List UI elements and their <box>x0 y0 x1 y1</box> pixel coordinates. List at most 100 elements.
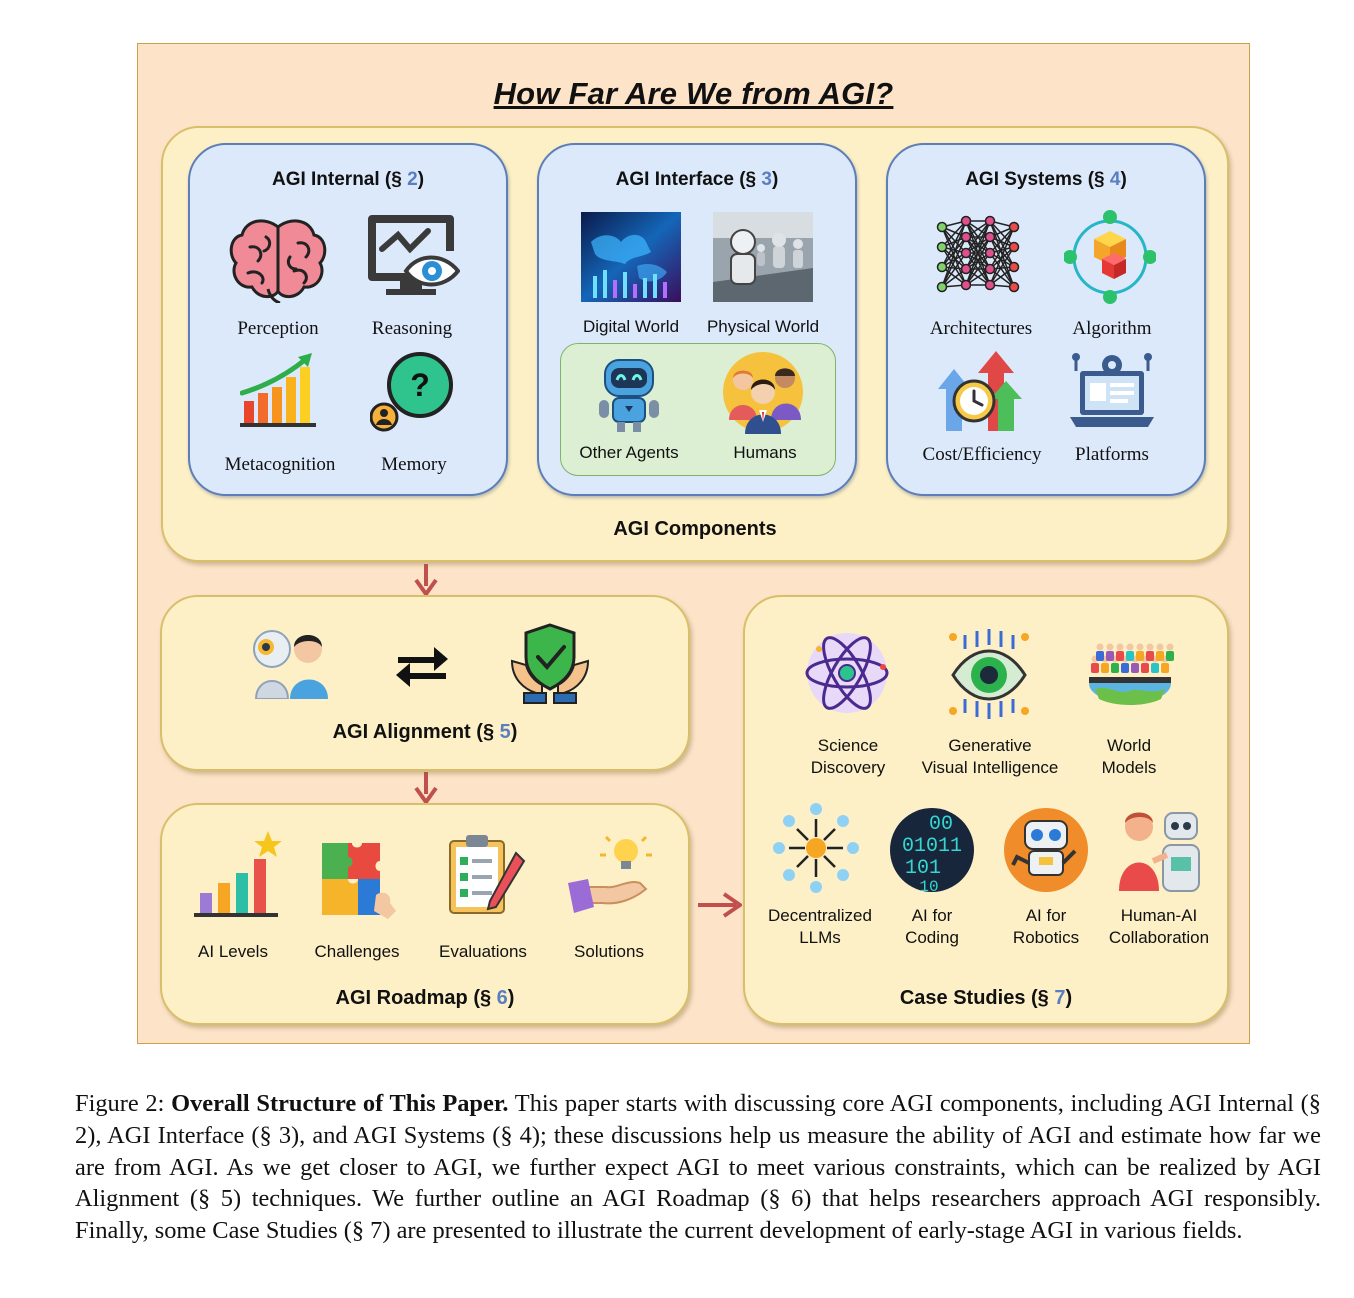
agi-interface-box: AGI Interface (§ 3) <box>537 143 857 496</box>
nn-node <box>936 281 948 293</box>
nn-node <box>984 279 996 291</box>
person-body <box>1111 663 1119 673</box>
nn-node <box>1008 281 1020 293</box>
binary-row-1: 00 <box>929 813 953 836</box>
binary-row-4: 10 <box>919 878 938 893</box>
nn-node <box>936 241 948 253</box>
world-models-globe-icon <box>1089 643 1174 705</box>
physical-world-label: Physical World <box>706 317 820 336</box>
person-body <box>1096 651 1104 661</box>
nn-node <box>960 231 972 243</box>
binary-row-3: 101 <box>905 857 941 880</box>
question-bubble-icon: ? <box>370 352 453 432</box>
decentralized-network-icon <box>773 803 859 893</box>
agi-roadmap-panel: AI Levels Challenges Evaluations Solutio… <box>160 803 690 1025</box>
nn-node <box>936 261 948 273</box>
other-agents-label: Other Agents <box>579 443 679 462</box>
arrow-components-to-alignment <box>414 564 438 596</box>
person-body <box>1126 651 1134 661</box>
cost-efficiency-icon <box>938 351 1022 431</box>
agi-roadmap-title: AGI Roadmap (§ 6) <box>335 987 515 1009</box>
person-body <box>1121 663 1129 673</box>
agi-systems-title: AGI Systems (§ 4) <box>965 169 1127 190</box>
nn-node <box>984 263 996 275</box>
binary-row-2: 01011 <box>902 835 962 858</box>
platforms-label: Platforms <box>1075 444 1149 465</box>
agi-interface-title: AGI Interface (§ 3) <box>615 169 779 190</box>
human-ai-collaboration-icon <box>1119 812 1200 892</box>
humans-group-icon <box>723 352 803 434</box>
question-glyph: ? <box>410 367 430 403</box>
puzzle-pieces-icon <box>322 843 396 919</box>
cost-efficiency-label: Cost/Efficiency <box>922 444 1042 465</box>
person-body <box>1101 663 1109 673</box>
swap-arrows-icon <box>396 647 448 687</box>
person-head <box>1096 643 1104 651</box>
metacognition-label: Metacognition <box>224 454 336 475</box>
platforms-laptop-icon <box>1070 353 1154 427</box>
nn-node <box>960 279 972 291</box>
nn-node <box>960 247 972 259</box>
nn-node <box>960 215 972 227</box>
idea-hand-icon <box>568 833 652 913</box>
person-body <box>1136 651 1144 661</box>
digital-world-image <box>581 212 681 302</box>
digital-world-label: Digital World <box>582 317 680 336</box>
evaluations-label: Evaluations <box>439 942 527 961</box>
arrow-roadmap-to-case-studies <box>698 892 742 918</box>
nn-node <box>984 215 996 227</box>
algorithm-label: Algorithm <box>1072 318 1152 339</box>
arrow-alignment-to-roadmap <box>414 772 438 804</box>
agi-internal-title: AGI Internal (§ 2) <box>271 169 425 190</box>
nn-node <box>984 231 996 243</box>
nn-node <box>984 247 996 259</box>
case-studies-title: Case Studies (§ 7) <box>899 987 1073 1009</box>
person-body <box>1106 651 1114 661</box>
person-head <box>1166 643 1174 651</box>
person-head <box>1116 643 1124 651</box>
shield-hands-icon <box>510 623 590 704</box>
agi-components-label: AGI Components <box>613 518 777 540</box>
agi-alignment-title: AGI Alignment (§ 5) <box>332 721 518 743</box>
figure-caption: Figure 2: Overall Structure of This Pape… <box>75 1088 1321 1247</box>
person-head <box>1126 643 1134 651</box>
person-head <box>1106 643 1114 651</box>
growth-chart-icon <box>240 353 316 427</box>
neural-network-icon <box>936 215 1020 293</box>
agi-internal-box: AGI Internal (§ 2) Perception Reasoning <box>188 143 508 496</box>
person-body <box>1161 663 1169 673</box>
caption-bold: Overall Structure of This Paper. <box>171 1090 509 1117</box>
agi-components-panel: AGI Components AGI Internal (§ 2) <box>161 126 1229 562</box>
nn-node <box>960 263 972 275</box>
person-body <box>1091 663 1099 673</box>
human-ai-faces-icon <box>253 630 328 699</box>
challenges-label: Challenges <box>314 942 400 961</box>
person-body <box>1156 651 1164 661</box>
reasoning-label: Reasoning <box>371 318 453 339</box>
person-body <box>1141 663 1149 673</box>
architectures-label: Architectures <box>929 318 1033 339</box>
algorithm-cubes-icon <box>1064 210 1156 304</box>
person-head <box>1136 643 1144 651</box>
humans-label: Humans <box>733 443 797 462</box>
ai-levels-label: AI Levels <box>198 942 268 961</box>
physical-world-image <box>713 212 813 302</box>
person-head <box>1146 643 1154 651</box>
person-body <box>1131 663 1139 673</box>
agi-alignment-panel: AGI Alignment (§ 5) <box>160 595 690 771</box>
caption-label: Figure 2: <box>75 1090 165 1117</box>
nn-node <box>936 221 948 233</box>
figure-title: How Far Are We from AGI? <box>493 76 894 111</box>
memory-label: Memory <box>381 454 447 475</box>
binary-code-icon: 00 01011 101 10 <box>890 808 974 893</box>
figure-frame: How Far Are We from AGI? AGI Components … <box>137 43 1250 1044</box>
robotics-robot-icon <box>1004 808 1088 892</box>
